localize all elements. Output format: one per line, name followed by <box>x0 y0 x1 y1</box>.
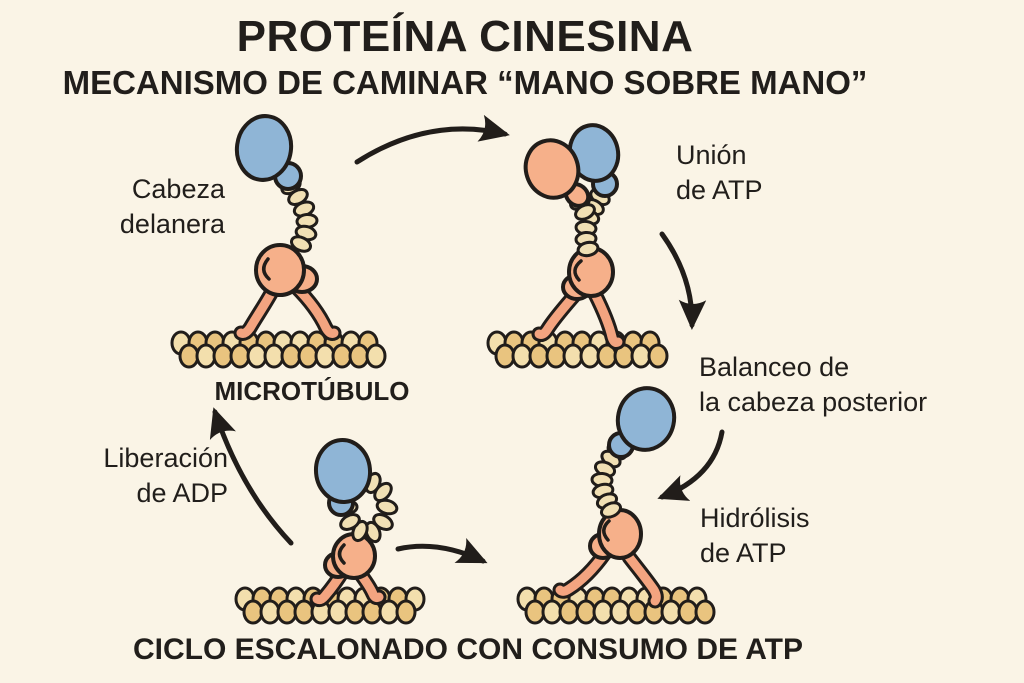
label-front-head: Cabeza delanera <box>119 174 225 240</box>
tubulin-subunit <box>558 599 580 625</box>
arrow-adp-release-up <box>209 407 294 546</box>
tubulin-subunit <box>575 599 597 625</box>
microtubule-upper-right <box>486 330 669 369</box>
tubulin-subunit <box>395 599 417 625</box>
stalk-coil-bead <box>290 235 312 253</box>
detached-motor-head <box>523 138 581 200</box>
tubulin-subunit <box>259 599 281 625</box>
stalk-coil-bead <box>339 513 361 531</box>
tubulin-subunit <box>212 343 234 369</box>
tubulin-subunit <box>297 343 319 369</box>
motor-curl <box>602 519 611 542</box>
kinesin-step-2 <box>523 123 626 350</box>
tubulin-subunit <box>195 343 217 369</box>
arrow-step1-to-step2 <box>354 114 510 165</box>
tubulin-subunit <box>528 343 550 369</box>
cycle-arrows <box>209 114 725 564</box>
stalk-coil-bead <box>373 481 393 503</box>
tubulin-subunit <box>229 343 251 369</box>
front-leg <box>291 282 339 338</box>
page-subtitle: MECANISMO DE CAMINAR “MANO SOBRE MANO” <box>62 64 868 101</box>
page-title: PROTEÍNA CINESINA <box>236 12 694 61</box>
arrow-step3-to-step4 <box>395 537 488 564</box>
label-atp-binding: Unión de ATP <box>676 140 763 206</box>
tubulin-subunit <box>660 599 682 625</box>
tubulin-subunit <box>344 599 366 625</box>
tubulin-subunit <box>280 343 302 369</box>
tubulin-subunit <box>579 343 601 369</box>
rear-leg <box>312 566 348 605</box>
kinesin-step-4 <box>552 386 677 609</box>
tubulin-subunit <box>246 343 268 369</box>
microtubule-lower-right <box>516 586 716 625</box>
tubulin-subunit <box>562 343 584 369</box>
tubulin-subunit <box>178 343 200 369</box>
tubulin-subunit <box>331 343 353 369</box>
motor-curl <box>262 257 271 281</box>
stalk-coil-bead <box>375 498 399 516</box>
front-leg <box>624 552 661 606</box>
label-atp-hydrolysis: Hidrólisis de ATP <box>700 503 810 569</box>
tubulin-subunit <box>348 343 370 369</box>
tubulin-subunit <box>276 599 298 625</box>
front-leg <box>354 567 384 603</box>
label-adp-release: Liberación de ADP <box>103 443 228 509</box>
front-leg <box>590 289 623 347</box>
cargo-vesicle <box>313 438 373 504</box>
arrow-balanceo-to-hidrolisis <box>657 429 725 501</box>
stalk-coil-bead <box>599 501 623 519</box>
tubulin-subunit <box>694 599 716 625</box>
kinesin-step-3 <box>309 438 399 608</box>
rear-leg <box>236 283 279 338</box>
kinesin-step-1 <box>233 114 342 341</box>
stalk-coil-bead <box>576 240 600 258</box>
tubulin-subunit <box>609 599 631 625</box>
tubulin-subunit <box>541 599 563 625</box>
tubulin-subunit <box>626 599 648 625</box>
tubulin-subunit <box>630 343 652 369</box>
motor-curl <box>337 543 346 565</box>
tubulin-subunit <box>545 343 567 369</box>
tubulin-subunit <box>677 599 699 625</box>
microtubule-upper-left <box>170 330 387 369</box>
rear-leg <box>555 548 610 596</box>
tubulin-subunit <box>242 599 264 625</box>
cargo-vesicle <box>615 386 677 452</box>
label-rear-head-swing: Balanceo de la cabeza posterior <box>699 352 928 418</box>
tubulin-subunit <box>511 343 533 369</box>
bottom-caption: CICLO ESCALONADO CON CONSUMO DE ATP <box>132 633 803 666</box>
tubulin-subunit <box>647 343 669 369</box>
tubulin-subunit <box>524 599 546 625</box>
tubulin-subunit <box>494 343 516 369</box>
tubulin-subunit <box>327 599 349 625</box>
tubulin-subunit <box>365 343 387 369</box>
tubulin-subunit <box>293 599 315 625</box>
tubulin-subunit <box>592 599 614 625</box>
tubulin-subunit <box>378 599 400 625</box>
rear-leg <box>534 285 584 339</box>
cargo-vesicle <box>234 114 294 182</box>
label-microtubule: MICROTÚBULO <box>214 376 410 406</box>
tubulin-subunit <box>263 343 285 369</box>
tubulin-subunit <box>314 343 336 369</box>
arrow-step2-to-balanceo <box>659 231 707 330</box>
header: PROTEÍNA CINESINA MECANISMO DE CAMINAR “… <box>0 12 930 102</box>
motor-curl <box>573 259 583 282</box>
